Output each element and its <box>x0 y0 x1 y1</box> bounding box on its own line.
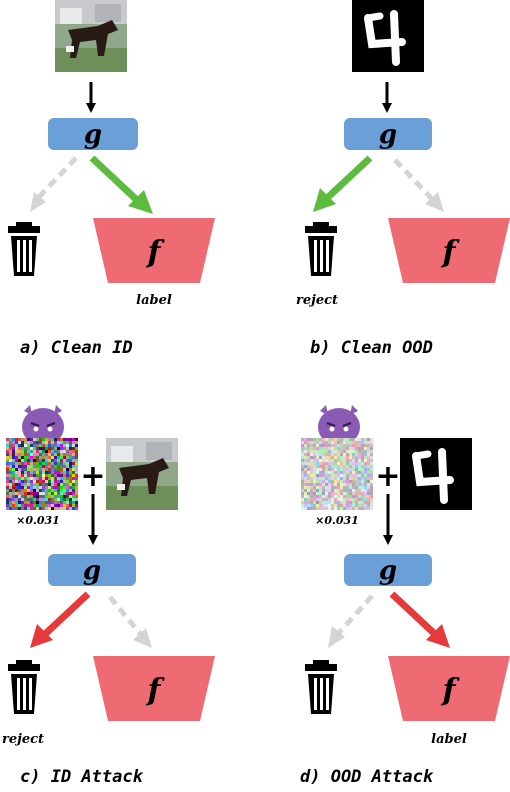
caption: a) Clean ID <box>20 338 133 358</box>
green-arrow <box>322 155 373 203</box>
g-box: g <box>48 118 138 150</box>
gray-arrow <box>336 594 374 636</box>
panel-a: g f label a) Clean ID <box>8 0 215 358</box>
devil-icon <box>22 405 64 446</box>
outcome-label: reject <box>296 293 338 308</box>
noise-image <box>6 438 78 510</box>
gray-arrow-head <box>30 192 46 212</box>
f-classifier: f <box>93 218 215 283</box>
caption: d) OOD Attack <box>300 767 434 787</box>
noise-scale-label: ×0.031 <box>16 514 60 527</box>
panel-d: ×0.031 + g f label d) O <box>300 405 510 787</box>
g-label: g <box>84 120 102 150</box>
red-arrow-head <box>426 624 450 648</box>
digit-image <box>400 438 472 510</box>
green-arrow-head <box>128 190 153 214</box>
panel-b: g reject f b) Clean OOD <box>296 0 510 358</box>
outcome-label: label <box>431 732 467 747</box>
g-box: g <box>344 118 432 150</box>
digit-image <box>352 0 424 72</box>
gray-arrow-head <box>133 628 152 648</box>
g-box: g <box>48 554 136 586</box>
g-label: g <box>379 120 397 150</box>
gray-arrow-head <box>425 192 444 212</box>
f-classifier: f <box>388 656 510 721</box>
green-arrow-head <box>313 188 336 212</box>
gray-arrow <box>36 156 78 200</box>
caption: b) Clean OOD <box>310 338 433 358</box>
green-arrow <box>89 155 143 206</box>
gray-arrow <box>393 158 435 202</box>
f-classifier: f <box>93 656 215 721</box>
trash-icon <box>8 660 40 714</box>
plus-icon: + <box>80 459 105 494</box>
outcome-label: label <box>136 293 172 308</box>
devil-icon <box>318 405 360 446</box>
red-arrow <box>389 591 440 639</box>
g-label: g <box>379 556 397 586</box>
horse-image <box>55 0 127 72</box>
trash-icon <box>8 222 40 276</box>
noise-image <box>301 438 373 510</box>
noise-scale-label: ×0.031 <box>315 514 359 527</box>
caption: c) ID Attack <box>20 767 144 787</box>
gray-arrow-head <box>328 626 345 648</box>
g-box: g <box>344 554 432 586</box>
g-label: g <box>83 556 101 586</box>
horse-image <box>106 438 178 510</box>
f-classifier: f <box>388 218 510 283</box>
panel-c: ×0.031 + g reject <box>2 405 215 787</box>
trash-icon <box>305 222 337 276</box>
outcome-label: reject <box>2 732 44 747</box>
red-arrow <box>40 591 91 639</box>
trash-icon <box>305 660 337 714</box>
plus-icon: + <box>375 459 400 494</box>
red-arrow-head <box>30 624 53 648</box>
gray-arrow <box>108 595 144 638</box>
